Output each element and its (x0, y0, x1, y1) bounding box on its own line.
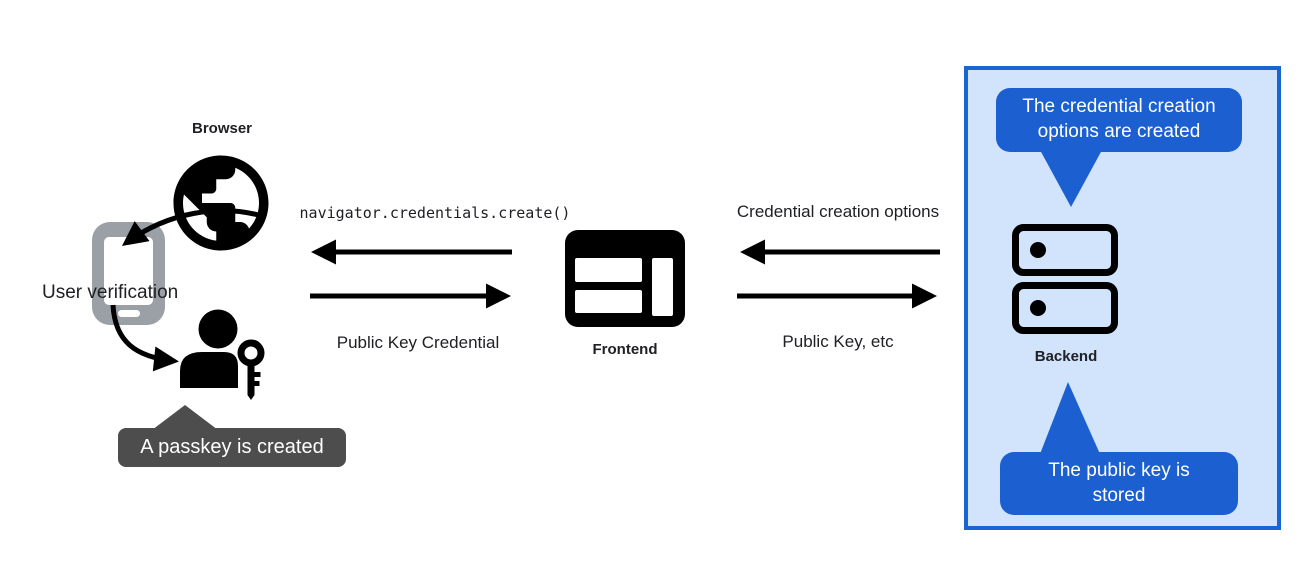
public-key-etc-label: Public Key, etc (782, 332, 894, 351)
backend-label: Backend (1034, 348, 1098, 365)
create-call-label: navigator.credentials.create() (299, 204, 571, 222)
frontend-label: Frontend (592, 341, 658, 358)
public-key-stored-callout: The public key is stored (1000, 452, 1238, 515)
user-verification-label: User verification (42, 282, 179, 303)
passkey-created-callout: A passkey is created (118, 428, 346, 467)
user-with-key-icon (180, 309, 265, 400)
public-key-credential-label: Public Key Credential (336, 333, 500, 352)
credential-creation-options-label: Credential creation options (736, 202, 940, 221)
phone-icon (92, 222, 165, 325)
public-key-stored-callout-tail (1040, 382, 1100, 454)
browser-label: Browser (191, 120, 253, 137)
server-stack-icon (1012, 224, 1118, 334)
options-created-callout-tail (1040, 150, 1102, 207)
passkey-created-callout-tail (152, 405, 218, 430)
arrow-browser-to-authenticator (121, 208, 263, 246)
arrow-authenticator-to-passkey (110, 304, 179, 372)
globe-icon (173, 155, 269, 251)
browser-window-icon (565, 230, 685, 327)
options-created-callout: The credential creation options are crea… (996, 88, 1242, 152)
